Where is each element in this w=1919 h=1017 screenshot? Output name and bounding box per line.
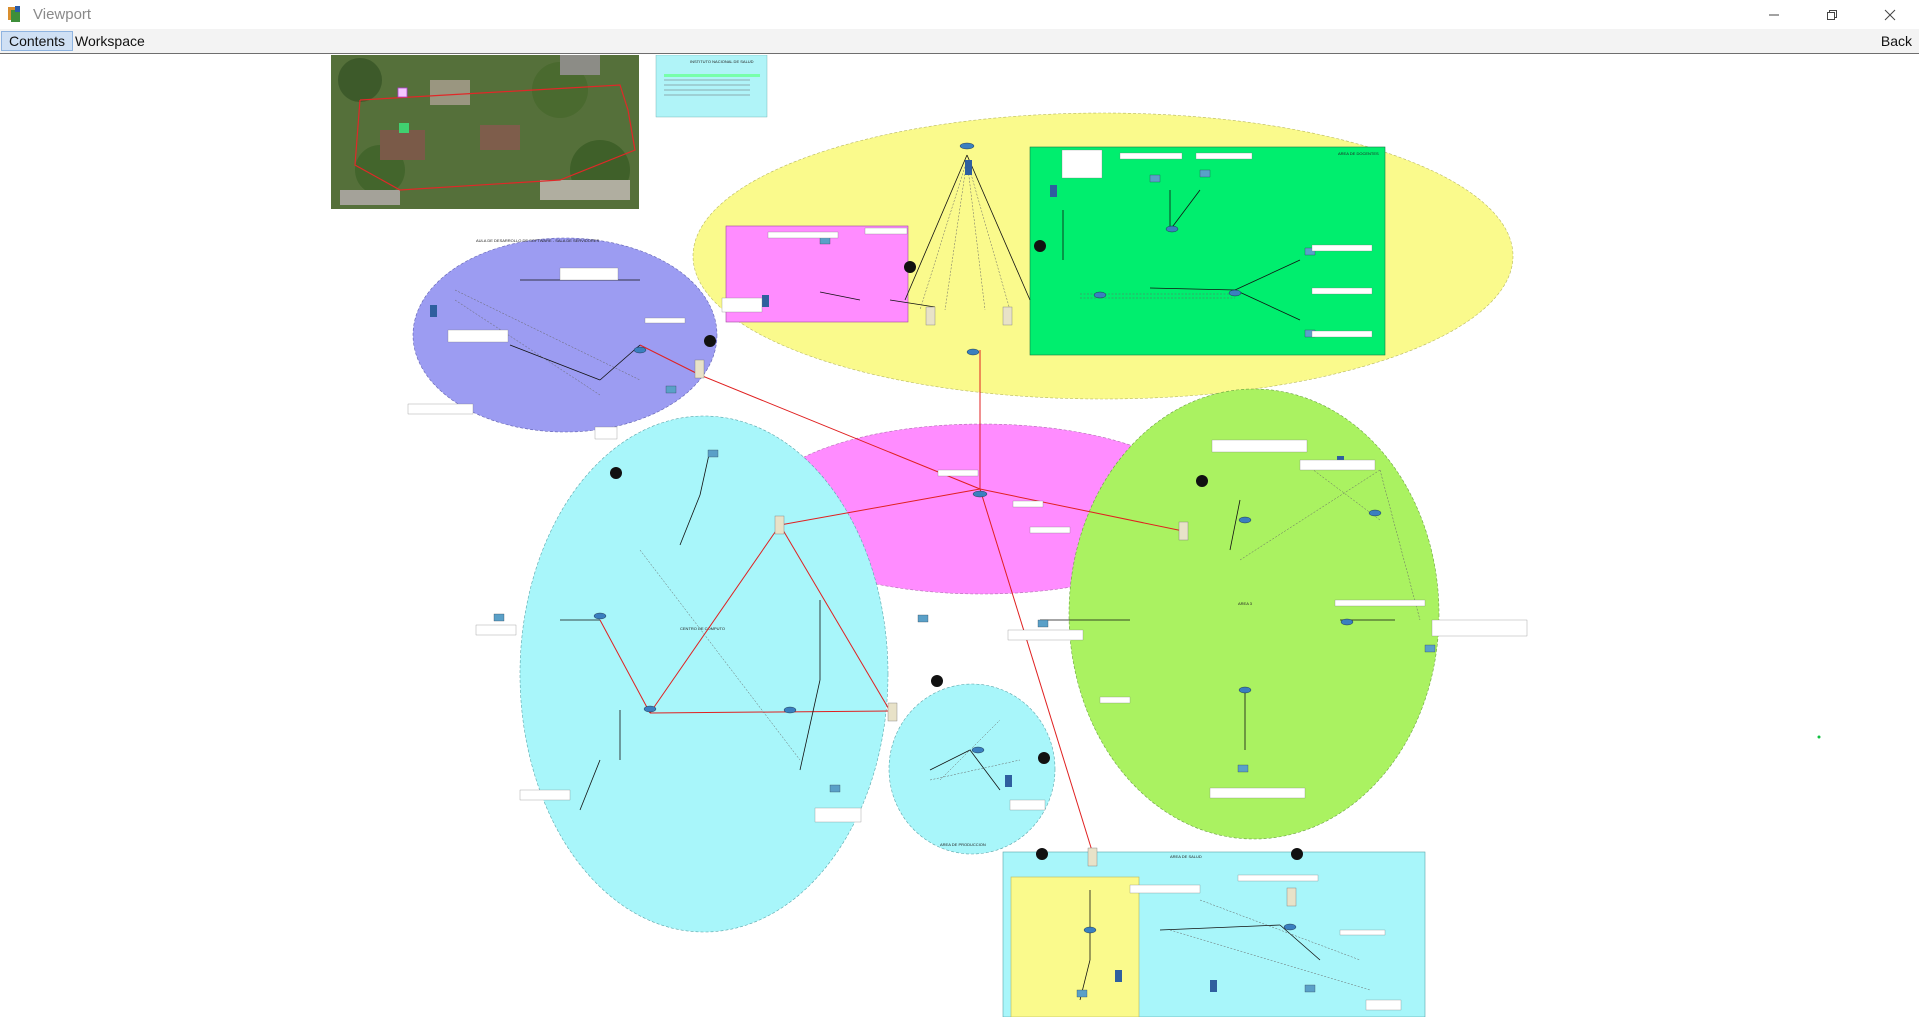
wireless-links	[454, 159, 1421, 991]
lime-zone-title: AREA 3	[1238, 601, 1253, 606]
packet-tracer-app-icon	[5, 5, 25, 25]
magenta-room	[725, 225, 909, 323]
purple-zone-title: AULA DE DESARROLLO DE SOFTWARE - SALA DE…	[476, 238, 599, 243]
restore-icon[interactable]	[1803, 0, 1861, 29]
lime-zone	[1068, 388, 1440, 840]
window-title: Viewport	[33, 6, 92, 23]
menu-workspace[interactable]: Workspace	[75, 33, 145, 49]
minimize-icon[interactable]	[1745, 0, 1803, 29]
bottom-yellow-room	[1010, 876, 1140, 1017]
cyan-mid-zone	[888, 683, 1056, 855]
back-button[interactable]: Back	[1880, 33, 1912, 49]
network-diagram: INSTITUTO NACIONAL DE SALUD AREA DE DOCE…	[331, 55, 1821, 1017]
network-devices	[430, 142, 1821, 998]
purple-zone	[412, 237, 718, 433]
bottom-zone-title: AREA DE SALUD	[1170, 854, 1202, 859]
close-icon[interactable]	[1861, 0, 1919, 29]
lan-links	[509, 154, 1395, 1001]
green-zone-title: AREA DE DOCENTES	[1338, 151, 1379, 156]
cyan-left-zone	[519, 415, 889, 933]
info-note: INSTITUTO NACIONAL DE SALUD	[655, 55, 768, 118]
menu-bar: Contents Workspace Back	[0, 29, 1919, 54]
note-title: INSTITUTO NACIONAL DE SALUD	[690, 59, 754, 64]
cyan-mid-zone-title: AREA DE PRODUCCION	[940, 842, 986, 847]
aerial-photo	[331, 55, 639, 209]
menu-contents[interactable]: Contents	[1, 31, 74, 51]
device-label-tags	[407, 149, 1528, 1011]
wan-links	[599, 344, 1184, 855]
title-bar: Viewport	[0, 0, 1919, 29]
workspace-canvas[interactable]: INSTITUTO NACIONAL DE SALUD AREA DE DOCE…	[0, 55, 1919, 1017]
cyan-left-zone-title: CENTRO DE COMPUTO	[680, 626, 725, 631]
